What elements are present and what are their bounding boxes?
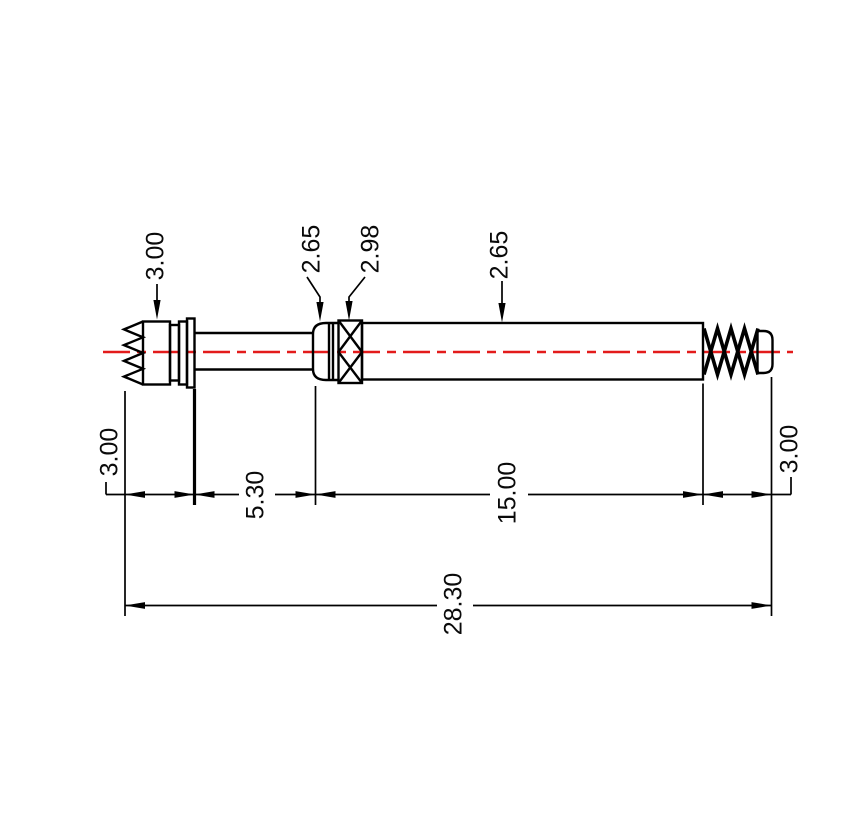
end-cap — [756, 329, 774, 375]
spring — [702, 322, 760, 381]
dimension-texts: 3.00 2.65 2.98 2.65 3.00 5.30 15.00 3.00… — [96, 225, 804, 636]
flange-washer-2 — [185, 317, 196, 389]
shaft — [194, 331, 314, 371]
extension-lines — [124, 377, 773, 616]
dimension-row-lengths — [105, 477, 792, 498]
probe-outline — [120, 317, 774, 389]
callout-leaders — [153, 276, 506, 323]
dim-barrel-length: 15.00 — [494, 462, 522, 525]
dim-shaft-length: 5.30 — [242, 471, 270, 520]
dim-knurl-diameter: 2.98 — [357, 225, 385, 274]
shoulder-ring — [311, 321, 339, 382]
dimension-row-overall — [125, 602, 772, 609]
dim-barrel-diameter: 2.65 — [486, 231, 514, 280]
dim-shoulder-diameter: 2.65 — [298, 225, 326, 274]
dim-head-diameter: 3.00 — [142, 232, 170, 281]
dim-overall-length: 28.30 — [440, 573, 468, 636]
dim-plunger-length: 3.00 — [776, 425, 804, 474]
barrel — [360, 321, 705, 381]
dim-head-length: 3.00 — [96, 428, 124, 477]
